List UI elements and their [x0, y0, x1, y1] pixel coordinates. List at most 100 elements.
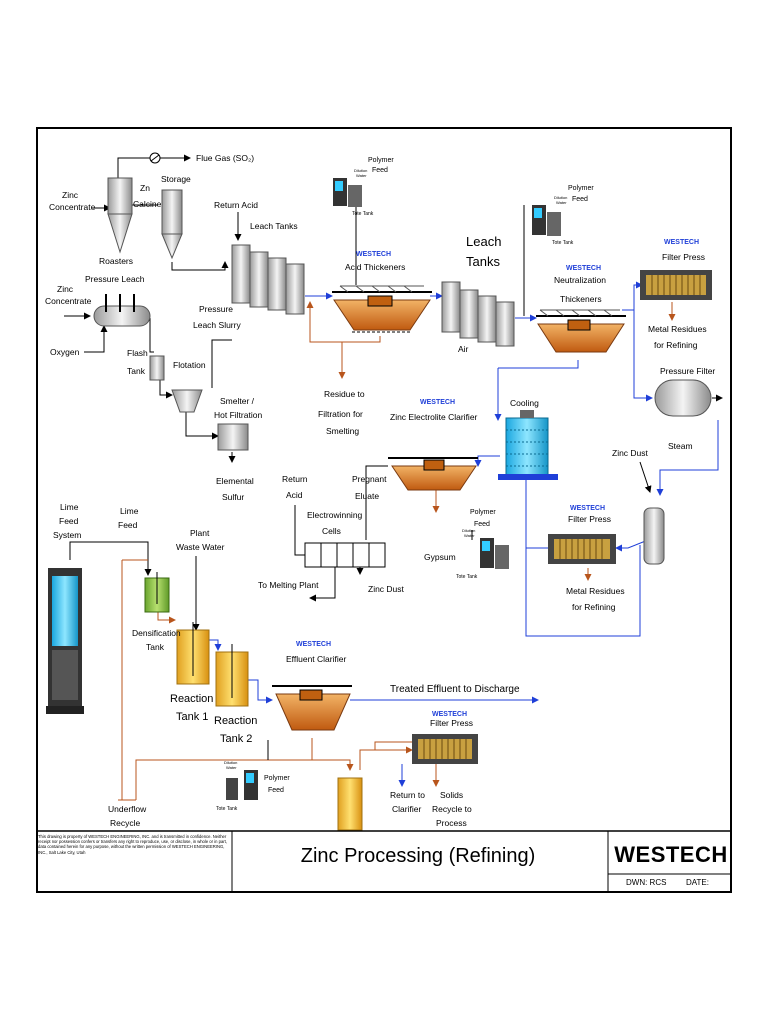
label-leach-tanks-small: Leach Tanks	[250, 221, 298, 231]
label-process: Process	[436, 818, 467, 828]
title-block-frame	[36, 830, 732, 893]
label-zinc-concentrate-2b: Concentrate	[45, 296, 92, 306]
cooling-tower-icon	[498, 410, 558, 480]
label-zinc-concentrate-1b: Concentrate	[49, 202, 96, 212]
label-polymer-1: Polymer	[368, 157, 394, 164]
label-filter-press-3: Filter Press	[430, 718, 473, 728]
label-tote-4: Tote Tank	[216, 806, 238, 812]
filter-press-icon	[640, 270, 712, 300]
label-reaction-1a: Reaction	[170, 693, 213, 705]
acid-thickener-icon	[332, 285, 432, 333]
brand-logo: WESTECH	[296, 641, 331, 648]
filter-press-icon	[548, 534, 616, 564]
label-feed-3: Feed	[474, 521, 490, 528]
storage-silo-icon	[161, 189, 183, 260]
label-flotation: Flotation	[173, 360, 206, 370]
label-reaction-1b: Tank 1	[176, 711, 208, 723]
flow-lines	[64, 154, 723, 801]
label-eluate: Eluate	[355, 491, 379, 501]
label-sulfur: Sulfur	[222, 492, 244, 502]
label-electrowinning: Electrowinning	[307, 510, 363, 520]
label-zinc-dust-2: Zinc Dust	[368, 584, 405, 594]
label-treated-effluent: Treated Effluent to Discharge	[390, 684, 520, 695]
label-zn: Zn	[140, 183, 150, 193]
label-calcine: Calcine	[133, 199, 162, 209]
label-polymer-3: Polymer	[470, 509, 496, 516]
label-cells: Cells	[322, 526, 341, 536]
label-flash: Flash	[127, 348, 148, 358]
polymer-feed-unit-icon	[480, 538, 509, 569]
title-block-note: This drawing is property of WESTECH ENGI…	[38, 834, 227, 855]
label-return-acid-top: Return Acid	[214, 200, 258, 210]
label-steam: Steam	[668, 441, 693, 451]
polymer-feed-unit-icon	[333, 178, 362, 207]
label-cooling: Cooling	[510, 398, 539, 408]
label-lime-feed-b: Feed	[118, 520, 138, 530]
westech-logo: WESTECH	[614, 842, 728, 867]
reaction-tank-1-icon	[176, 622, 210, 685]
label-oxygen: Oxygen	[50, 347, 80, 357]
westech-logos: WESTECH WESTECH WESTECH WESTECH WESTECH …	[296, 239, 699, 718]
label-pressure-leach: Pressure Leach	[85, 274, 145, 284]
label-clarifier: Clarifier	[392, 804, 421, 814]
label-metal-residues-2: Metal Residues	[566, 586, 625, 596]
neutralization-thickener-icon	[536, 309, 626, 353]
label-water-1: Water	[356, 173, 367, 178]
pressure-leach-vessel-icon	[93, 294, 151, 327]
label-leach-slurry: Leach Slurry	[193, 320, 241, 330]
label-reaction-2b: Tank 2	[220, 733, 252, 745]
label-neutralization: Neutralization	[554, 275, 606, 285]
reaction-tank-2-icon	[215, 644, 249, 707]
label-thickeners: Thickeners	[560, 294, 602, 304]
label-feed-4: Feed	[268, 787, 284, 794]
leach-tanks-big-icon	[441, 281, 515, 347]
labels: Flue Gas (SO₂) Zinc Concentrate Zn Calci…	[45, 153, 715, 828]
label-hot-filtration: Hot Filtration	[214, 410, 262, 420]
label-roasters: Roasters	[99, 256, 133, 266]
label-acid: Acid	[286, 490, 303, 500]
label-dilution-2: Dilution	[554, 195, 567, 200]
densification-tank-icon	[144, 572, 170, 613]
flotation-cell-icon	[171, 389, 203, 413]
effluent-clarifier-icon	[272, 685, 352, 731]
label-return: Return	[282, 474, 308, 484]
brand-logo: WESTECH	[356, 251, 391, 258]
electrolite-clarifier-icon	[388, 457, 478, 491]
label-elemental: Elemental	[216, 476, 254, 486]
drawing-title: Zinc Processing (Refining)	[300, 845, 536, 867]
label-zinc-electrolite-clarifier: Zinc Electrolite Clarifier	[390, 412, 478, 422]
flash-tank-icon	[149, 355, 165, 381]
label-effluent-clarifier: Effluent Clarifier	[286, 654, 346, 664]
label-filter-press-2: Filter Press	[568, 514, 611, 524]
label-zinc-concentrate-2: Zinc	[57, 284, 74, 294]
drawn-by: DWN: RCS	[626, 878, 667, 887]
electrowinning-cells-icon	[304, 542, 386, 568]
label-filter-press-1: Filter Press	[662, 252, 705, 262]
label-feed-1: Feed	[372, 167, 388, 174]
brand-logo: WESTECH	[420, 399, 455, 406]
label-gypsum: Gypsum	[424, 552, 456, 562]
label-metal-residues-1: Metal Residues	[648, 324, 707, 334]
polymer-feed-unit-icon	[532, 205, 561, 236]
brand-logo: WESTECH	[432, 711, 467, 718]
sludge-tank-icon	[337, 777, 363, 831]
drawing-date: DATE:	[686, 878, 709, 887]
label-reaction-2a: Reaction	[214, 715, 257, 727]
label-pressure: Pressure	[199, 304, 233, 314]
equipment	[46, 152, 712, 831]
brand-logo: WESTECH	[566, 265, 601, 272]
smelter-icon	[217, 423, 249, 451]
label-pregnant: Pregnant	[352, 474, 387, 484]
filter-press-icon	[412, 734, 478, 764]
label-acid-thickeners: Acid Thickeners	[345, 262, 405, 272]
label-densification-tank: Tank	[146, 642, 165, 652]
label-tote-1: Tote Tank	[352, 211, 374, 217]
label-feed: Feed	[59, 516, 79, 526]
label-flash-tank: Tank	[127, 366, 146, 376]
label-water-2: Water	[556, 200, 567, 205]
brand-logo: WESTECH	[664, 239, 699, 246]
label-dilution-3: Dilution	[462, 528, 475, 533]
label-solids: Solids	[440, 790, 463, 800]
label-tanks: Tanks	[466, 254, 500, 269]
